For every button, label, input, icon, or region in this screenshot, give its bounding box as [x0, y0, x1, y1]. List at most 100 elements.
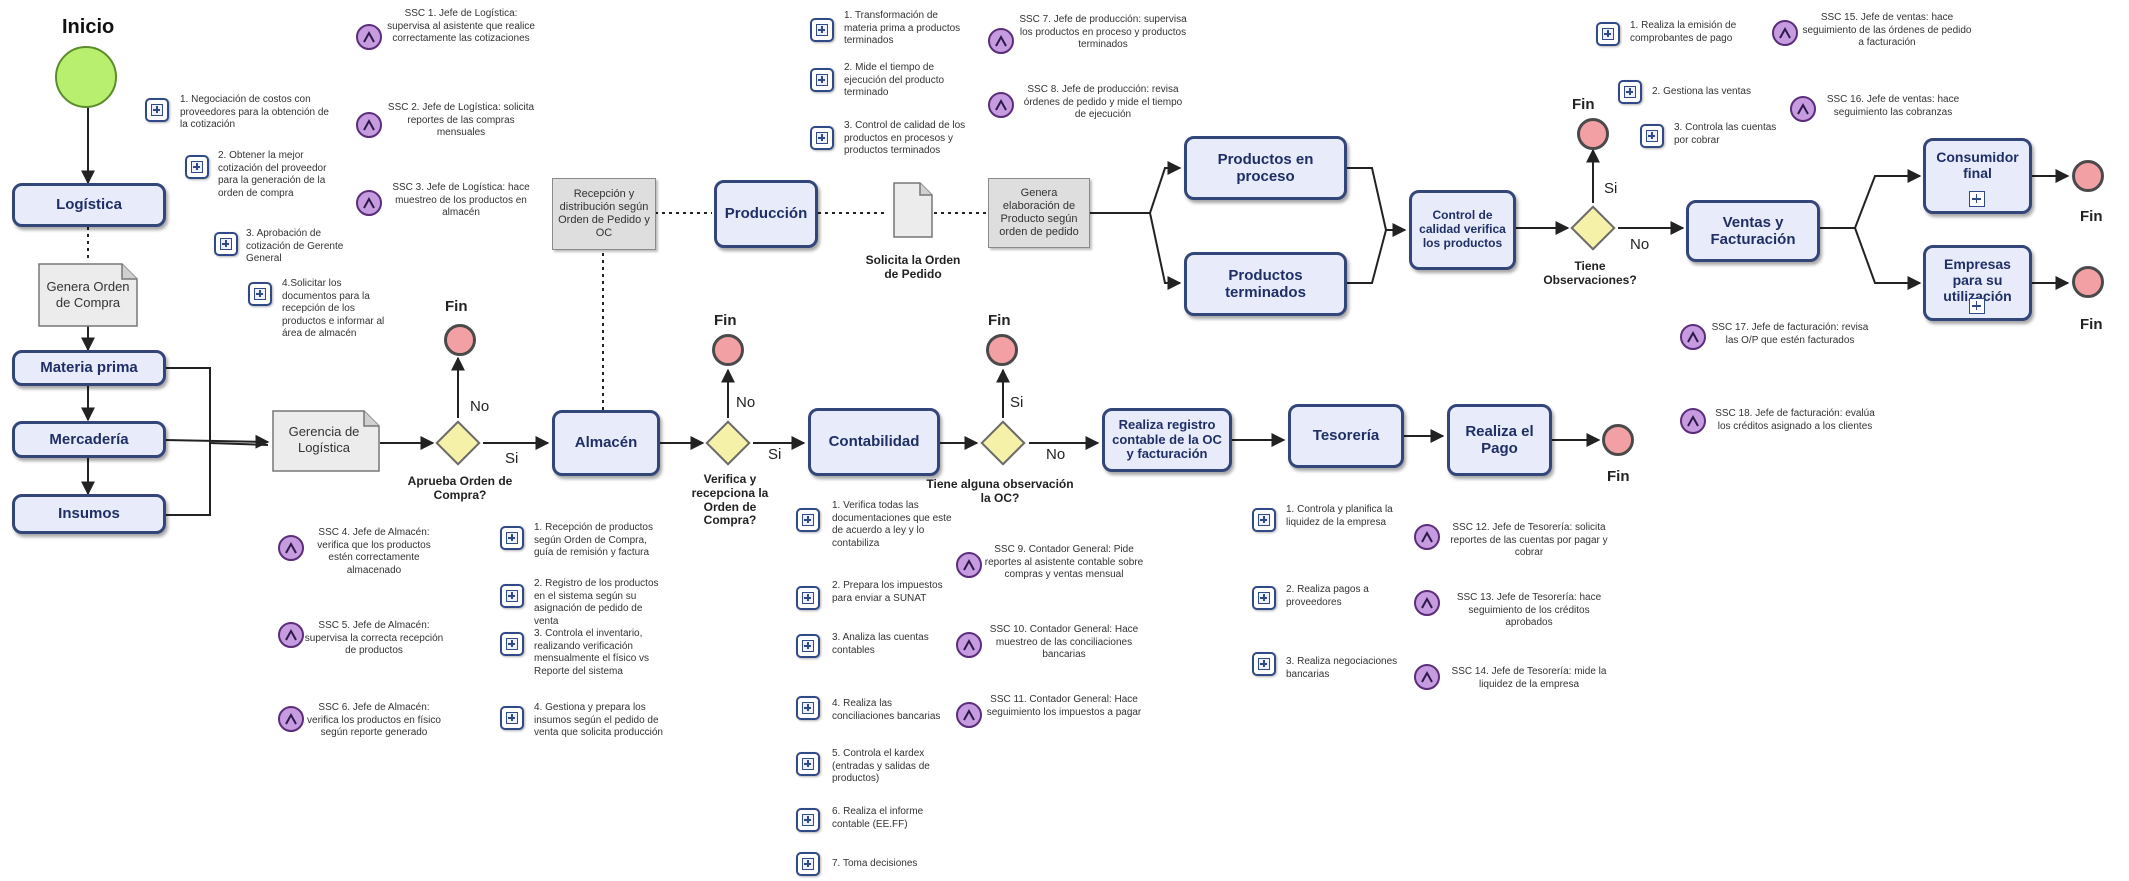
tesoreria-step-1: 1. Controla y planifica la liquidez de l… — [1286, 504, 1393, 528]
ssc-16: SSC 16. Jefe de ventas: hace seguimiento… — [1826, 94, 1960, 118]
subprocess-icon — [500, 706, 524, 730]
control-icon — [1680, 324, 1706, 350]
gateway-observacion-oc-label: Tiene alguna observación la OC? — [926, 477, 1074, 505]
logistica-step-4: 4.Solicitar los documentos para la recep… — [282, 278, 385, 339]
no-label: No — [736, 394, 756, 411]
ssc-11: SSC 11. Contador General: Hace seguimien… — [986, 694, 1142, 718]
start-label: Inicio — [62, 16, 115, 38]
ssc-1: SSC 1. Jefe de Logística: supervisa al a… — [387, 8, 535, 44]
ssc-8: SSC 8. Jefe de producción: revisa órdene… — [1023, 84, 1183, 120]
tesoreria-step-3: 3. Realiza negociaciones bancarias — [1286, 656, 1398, 680]
end-label: Fin — [988, 312, 1011, 329]
control-icon — [1414, 524, 1440, 550]
control-icon — [356, 112, 382, 138]
task-consumidor-final[interactable]: Consumidor final — [1923, 138, 2032, 214]
control-icon — [956, 552, 982, 578]
ssc-18: SSC 18. Jefe de facturación: evalúa los … — [1715, 408, 1875, 432]
subprocess-icon — [500, 584, 524, 608]
task-productos-proceso[interactable]: Productos en proceso — [1184, 136, 1347, 200]
almacen-step-4: 4. Gestiona y prepara los insumos según … — [534, 702, 663, 738]
document-orden-pedido — [893, 182, 933, 238]
control-icon — [356, 190, 382, 216]
task-control-calidad[interactable]: Control de calidad verifica los producto… — [1409, 190, 1516, 270]
control-icon — [356, 24, 382, 50]
yes-label: Si — [1604, 180, 1618, 197]
ssc-7: SSC 7. Jefe de producción: supervisa los… — [1019, 14, 1187, 50]
task-productos-terminados[interactable]: Productos terminados — [1184, 252, 1347, 316]
end-label: Fin — [2080, 316, 2103, 333]
end-label: Fin — [2080, 208, 2103, 225]
subprocess-icon — [1618, 80, 1642, 104]
control-icon — [956, 632, 982, 658]
control-icon — [1680, 408, 1706, 434]
task-empresas-label: Empresas para su utilización — [1943, 256, 2012, 305]
task-logistica[interactable]: Logística — [12, 183, 166, 227]
ssc-15: SSC 15. Jefe de ventas: hace seguimiento… — [1802, 12, 1972, 48]
task-produccion[interactable]: Producción — [714, 180, 818, 248]
task-empresas[interactable]: Empresas para su utilización — [1923, 245, 2032, 321]
document-label: Genera Orden de Compra — [46, 279, 130, 310]
task-insumos[interactable]: Insumos — [12, 494, 166, 534]
ssc-9: SSC 9. Contador General: Pide reportes a… — [984, 544, 1144, 580]
control-icon — [278, 535, 304, 561]
ssc-13: SSC 13. Jefe de Tesorería: hace seguimie… — [1456, 592, 1602, 628]
ssc-4: SSC 4. Jefe de Almacén: verifica que los… — [317, 527, 431, 576]
task-almacen[interactable]: Almacén — [552, 410, 660, 476]
task-materia-prima[interactable]: Materia prima — [12, 350, 166, 386]
control-icon — [988, 92, 1014, 118]
almacen-step-1: 1. Recepción de productos según Orden de… — [534, 522, 653, 558]
subprocess-icon — [796, 808, 820, 832]
subprocess-icon — [1252, 652, 1276, 676]
gateway-aprueba-label: Aprueba Orden de Compra? — [407, 474, 513, 502]
task-realiza-pago[interactable]: Realiza el Pago — [1447, 404, 1552, 476]
yes-label: Si — [768, 446, 782, 463]
task-registro-contable[interactable]: Realiza registro contable de la OC y fac… — [1102, 408, 1232, 472]
subprocess-icon — [796, 586, 820, 610]
subprocess-icon — [145, 98, 169, 122]
end-label: Fin — [1572, 96, 1595, 113]
logistica-step-2: 2. Obtener la mejor cotización del prove… — [218, 150, 327, 199]
elaboracion-box: Genera elaboración de Producto según ord… — [988, 178, 1090, 248]
document-icon — [38, 263, 138, 327]
task-contabilidad[interactable]: Contabilidad — [808, 408, 940, 476]
subprocess-icon — [810, 126, 834, 150]
subprocess-icon — [1968, 191, 1985, 207]
ssc-2: SSC 2. Jefe de Logística: solicita repor… — [387, 102, 535, 138]
subprocess-icon — [185, 155, 209, 179]
contabilidad-step-3: 3. Analiza las cuentas contables — [832, 632, 929, 656]
no-label: No — [1630, 236, 1650, 253]
subprocess-icon — [796, 752, 820, 776]
almacen-step-3: 3. Controla el inventario, realizando ve… — [534, 628, 650, 677]
almacen-step-2: 2. Registro de los productos en el siste… — [534, 578, 659, 627]
control-icon — [1414, 590, 1440, 616]
recepcion-box: Recepción y distribución según Orden de … — [552, 178, 656, 250]
document-icon — [272, 410, 380, 472]
yes-label: Si — [1010, 394, 1024, 411]
ssc-3: SSC 3. Jefe de Logística: hace muestreo … — [392, 182, 530, 218]
subprocess-icon — [1640, 124, 1664, 148]
subprocess-icon — [796, 696, 820, 720]
produccion-step-3: 3. Control de calidad de los productos e… — [844, 120, 966, 156]
document-icon — [893, 182, 933, 238]
end-event-icon — [444, 324, 476, 356]
ventas-step-3: 3. Controla las cuentas por cobrar — [1674, 122, 1777, 146]
end-event-icon — [712, 334, 744, 366]
ssc-14: SSC 14. Jefe de Tesorería: mide la liqui… — [1451, 666, 1607, 690]
ventas-step-2: 2. Gestiona las ventas — [1652, 86, 1751, 97]
subprocess-icon — [810, 68, 834, 92]
ssc-10: SSC 10. Contador General: Hace muestreo … — [989, 624, 1139, 660]
task-ventas[interactable]: Ventas y Facturación — [1686, 200, 1820, 262]
subprocess-icon — [1968, 298, 1985, 314]
contabilidad-step-7: 7. Toma decisiones — [832, 858, 918, 869]
task-mercaderia[interactable]: Mercadería — [12, 421, 166, 458]
document-orden-compra: Genera Orden de Compra — [38, 263, 138, 327]
ssc-6: SSC 6. Jefe de Almacén: verifica los pro… — [307, 702, 441, 738]
ssc-5: SSC 5. Jefe de Almacén: supervisa la cor… — [304, 620, 444, 656]
task-tesoreria[interactable]: Tesorería — [1288, 404, 1404, 468]
tesoreria-step-2: 2. Realiza pagos a proveedores — [1286, 584, 1369, 608]
start-event-icon — [55, 46, 117, 108]
subprocess-icon — [1252, 508, 1276, 532]
control-icon — [278, 706, 304, 732]
task-consumidor-label: Consumidor final — [1936, 149, 2019, 182]
